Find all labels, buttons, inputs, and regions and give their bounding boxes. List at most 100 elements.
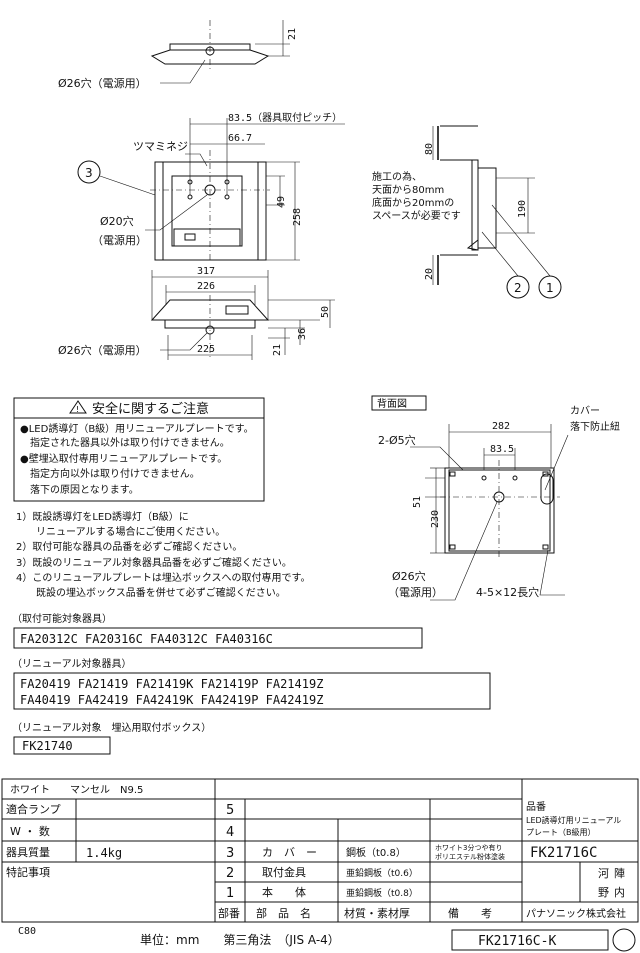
back-label: 背面図 [377,397,407,410]
dim-49: 49 [276,196,287,208]
part-remark-3a: ホワイト3分つや有り [435,843,502,852]
part-material-1: 亜鉛鋼板（t0.8） [346,887,418,899]
dim-317: 317 [197,266,215,277]
safety-line-2: 指定された器具以外は取り付けできません。 [20,436,230,449]
note-4: 3）既設のリニューアル対象器具品番を必ずご確認ください。 [16,556,292,569]
dim-258: 258 [292,208,303,226]
safety-box: ! 安全に関するご注意 ●LED誘導灯（B級）用リニューアルプレートです。 指定… [13,397,265,502]
safety-line-4: 指定方向以外は取り付けできません。 [20,467,200,480]
label-back-hole-b: （電源用） [388,585,443,599]
notes: 1）既設誘導灯をLED誘導灯（B級）に リニューアルする場合にご使用ください。 … [16,510,311,599]
renewal-line-2: FA40419 FA42419 FA42419K FA42419P FA4241… [20,693,323,707]
product-lists: （取付可能対象器具） FA20312C FA20316C FA40312C FA… [12,612,491,755]
footer: C80 単位：mm 第三角法 （JIS A-4） FK21716C-K [18,926,636,952]
header-name: 部 品 名 [256,906,311,920]
label-cover-a: カバー [570,405,600,417]
dim-225: 225 [197,344,215,355]
label-bottom-hole: Ø26穴（電源用） [58,343,147,357]
label-hole20-b: （電源用） [92,233,147,247]
row-num-3: 3 [226,846,234,861]
header-no: 部番 [218,906,240,920]
dim-282: 282 [492,421,510,432]
dim-36: 36 [297,328,308,340]
label-top-hole: Ø26穴（電源用） [58,76,147,90]
row-num-2: 2 [226,866,234,881]
bottom-view: 317 226 225 50 36 21 Ø26穴（電源用） [58,266,335,360]
dim-side-190: 190 [517,200,528,218]
front-view: 83.5（器具取付ピッチ） 66.7 ツマミネジ 3 49 258 Ø20穴 （… [77,111,345,262]
sign-c: 野 [598,886,609,899]
safety-title: 安全に関するご注意 [92,401,209,417]
note-6: 既設の埋込ボックス品番を併せて必ずご確認ください。 [16,586,286,599]
label-holes-5: 2-Ø5穴 [378,433,416,447]
safety-line-5: 落下の原因となります。 [20,484,139,496]
callout-2: 2 [514,281,522,295]
dim-50: 50 [320,306,331,318]
hinban-label: 品番 [526,801,546,813]
footer-unit: 単位：mm 第三角法 （JIS A-4） [140,932,340,947]
side-note-1: 施工の為、 [372,170,422,183]
part-name-2: 取付金具 [262,865,306,879]
model-number: FK21716C [530,845,597,861]
callout-3: 3 [85,166,93,180]
dim-66-7: 66.7 [228,133,252,144]
side-view: 80 190 20 施工の為、 天面から80mm 底面から20mmの スペースが… [372,125,562,299]
back-view: 背面図 カバー 落下防止紐 282 2-Ø5穴 83.5 230 51 [371,395,620,601]
dim-side-80: 80 [424,143,435,155]
part-name-1: 本 体 [262,885,306,899]
note-3: 2）取付可能な器具の品番を必ずご確認ください。 [16,540,242,553]
part-name-3: カ バ ー [262,846,317,859]
footer-circle [612,928,636,952]
box-label: （リニューアル対象 埋込用取付ボックス） [12,721,211,734]
dim-back-83-5: 83.5 [490,444,514,455]
label-slots: 4-5×12長穴 [476,585,539,599]
drawing-number: FK21716C-K [478,934,556,949]
compatible-line-1: FA20312C FA20316C FA40312C FA40316C [20,632,273,646]
svg-text:!: ! [76,405,79,414]
finish: ホワイト マンセル N9.5 [10,784,143,796]
dim-21-top: 21 [287,28,298,40]
label-screw: ツマミネジ [133,140,188,153]
remarks-label: 特記事項 [6,865,50,879]
callout-1: 1 [546,281,554,295]
part-remark-3b: ポリエステル粉体塗装 [435,852,505,861]
label-back-hole-a: Ø26穴 [392,569,426,583]
sign-b: 陣 [614,867,625,880]
side-note-3: 底面から20mmの [372,196,454,209]
row-num-5: 5 [226,803,234,818]
side-note-4: スペースが必要です [372,209,461,222]
product-name-b: プレート（B級用） [526,827,596,837]
row-num-1: 1 [226,886,234,901]
company: パナソニック株式会社 [526,907,626,920]
sign-a: 河 [598,867,609,880]
compatible-label: （取付可能対象器具） [12,612,112,625]
renewal-line-1: FA20419 FA21419 FA21419K FA21419P FA2141… [20,677,323,691]
row-num-4: 4 [226,825,234,840]
dim-21-bottom: 21 [272,344,283,356]
mass-label: 器具質量 [6,845,50,859]
lamp-label: 適合ランプ [6,802,61,816]
label-cover-b: 落下防止紐 [570,420,620,433]
header-remark: 備 考 [448,907,492,920]
callout-circle-3 [77,160,101,184]
dim-51: 51 [412,496,423,508]
w-label: W ・ 数 [10,825,50,838]
dim-226: 226 [197,281,215,292]
safety-line-1: ●LED誘導灯（B級）用リニューアルプレートです。 [20,422,254,435]
note-2: リニューアルする場合にご使用ください。 [16,525,225,538]
note-1: 1）既設誘導灯をLED誘導灯（B級）に [16,510,189,523]
sign-d: 内 [614,885,625,899]
renewal-label: （リニューアル対象器具） [12,657,132,670]
dim-230: 230 [430,510,441,528]
title-block: ホワイト マンセル N9.5 適合ランプ W ・ 数 器具質量 1.4kg 特記… [1,778,639,923]
dim-83-5: 83.5（器具取付ピッチ） [228,111,342,124]
header-material: 材質・素材厚 [344,906,410,920]
note-5: 4）このリニューアルプレートは埋込ボックスへの取付専用です。 [16,571,311,584]
label-hole20-a: Ø20穴 [100,214,134,228]
warning-icon [69,400,87,414]
side-note-2: 天面から80mm [372,184,444,196]
part-material-3: 鋼板（t0.8） [346,846,406,859]
callout-circle-1 [538,275,562,299]
dim-side-20: 20 [424,268,435,280]
